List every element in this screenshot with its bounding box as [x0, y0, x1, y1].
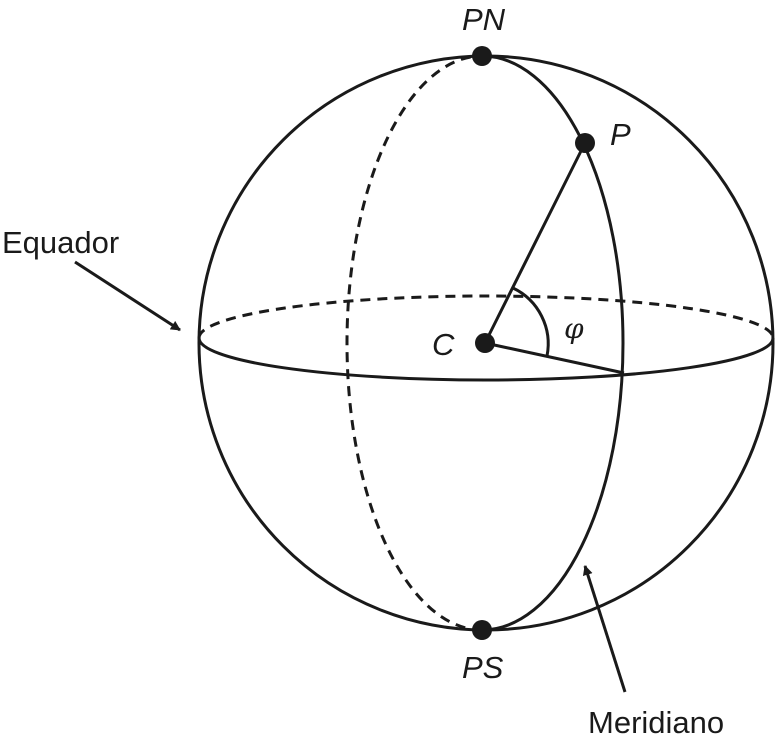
meridian-back — [345, 54, 483, 632]
meridian-label: Meridiano — [588, 705, 724, 740]
equator-arrow — [74, 260, 181, 332]
north-pole-point — [472, 46, 492, 66]
radius-to-equator — [484, 341, 625, 375]
angle-label: φ — [564, 312, 584, 345]
equator-front — [197, 337, 775, 382]
meridian-arrow — [582, 565, 627, 693]
equator-label: Equador — [2, 225, 119, 260]
north-pole-label: PN — [462, 2, 506, 37]
radius-to-p — [483, 142, 587, 344]
south-pole-label: PS — [462, 650, 504, 685]
center-point — [475, 333, 495, 353]
south-pole-point — [472, 620, 492, 640]
meridian-front — [481, 54, 625, 632]
point-p-label: P — [610, 117, 631, 152]
point-p — [575, 133, 595, 153]
center-label: C — [432, 327, 455, 362]
equator-back — [197, 294, 775, 339]
angle-arc — [512, 286, 550, 357]
